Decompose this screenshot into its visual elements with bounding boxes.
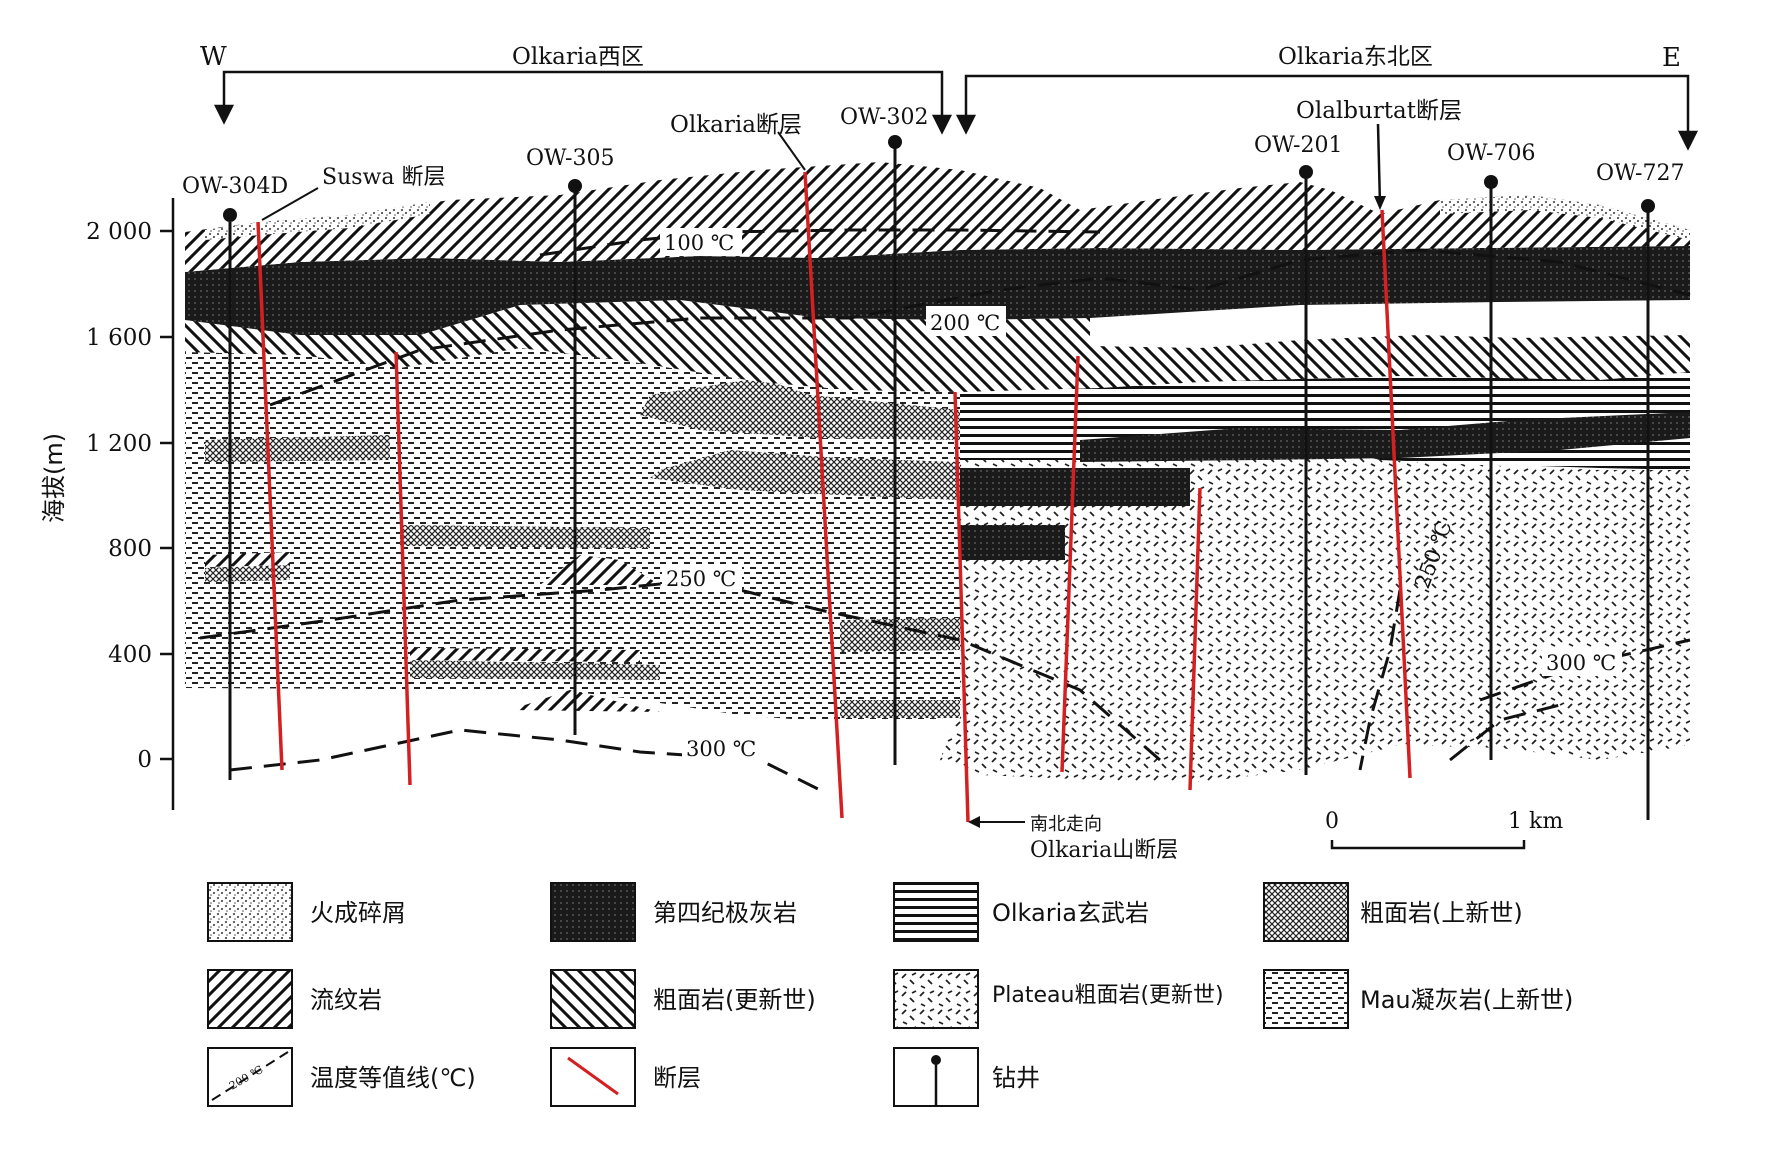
isotherm-250: [199, 578, 1161, 762]
legend-label-isotherm: 温度等值线(℃): [310, 1064, 476, 1092]
isotherm-label-100: 100 ℃: [664, 231, 734, 255]
y-axis: 2 000 1 600 1 200 800 400 0 海拔(m): [40, 198, 175, 810]
layer-trachyte-pleistocene: [185, 300, 1690, 392]
legend-swatch-isotherm: [207, 1047, 293, 1107]
well-label-ow-304d: OW-304D: [182, 174, 288, 199]
well-label-ow-302: OW-302: [840, 105, 928, 130]
fault-w2: [394, 351, 412, 786]
legend-swatch-basalt: [893, 882, 979, 942]
well-label-ow-727: OW-727: [1596, 161, 1684, 186]
legend: 火成碎屑 第四纪极灰岩 Olkaria玄武岩 粗面岩(上新世) 流纹岩 粗面岩(…: [207, 882, 1573, 1107]
legend-label-well: 钻井: [992, 1064, 1040, 1092]
scale-km: 1 km: [1508, 809, 1563, 834]
zone-northeast-label: Olkaria东北区: [1278, 44, 1433, 70]
well-label-ow-706: OW-706: [1447, 141, 1535, 166]
isotherm-300-east-2: [1449, 703, 1561, 762]
layer-rhyolite-lens-1: [540, 555, 660, 585]
y-tick-800: 800: [108, 536, 152, 562]
legend-swatch-trachyte-pliocene: [1263, 882, 1349, 942]
layer-trachyte-pliocene-1: [640, 378, 960, 440]
zone-west-label: Olkaria西区: [512, 44, 644, 70]
legend-label-mau: Mau凝灰岩(上新世): [1360, 986, 1573, 1014]
isotherm-label-300: 300 ℃: [686, 737, 756, 761]
fault-label-ns-line2: Olkaria山断层: [1030, 838, 1178, 863]
layer-plateau-trachyte: [940, 440, 1690, 782]
layer-pyroclastic-east: [1440, 195, 1690, 240]
faults: [256, 171, 1412, 823]
well-ow-727-head: [1641, 199, 1655, 213]
layer-trachyte-pliocene-4: [400, 525, 650, 548]
legend-swatch-quaternary: [550, 882, 636, 942]
legend-label-fault: 断层: [653, 1064, 701, 1092]
fault-c3: [1188, 487, 1202, 791]
legend-swatch-mau: [1263, 969, 1349, 1029]
fault-label-olalburtat: Olalburtat断层: [1296, 98, 1462, 124]
layer-quaternary-block2: [960, 525, 1065, 560]
direction-east: E: [1662, 43, 1681, 73]
well-ow-304d-head: [223, 208, 237, 222]
fault-label-olkaria: Olkaria断层: [670, 112, 802, 138]
fault-olalburtat: [1380, 209, 1412, 779]
layer-quaternary-deep-east: [1080, 412, 1690, 462]
well-ow-305-head: [568, 179, 582, 193]
isotherm-label-300-east: 300 ℃: [1546, 651, 1616, 675]
scale-bar: 0 1 km: [1325, 809, 1563, 850]
isotherm-100: [539, 228, 1101, 257]
scale-zero: 0: [1325, 809, 1339, 834]
well-ow-706-head: [1484, 175, 1498, 189]
fault-suswa: [256, 221, 284, 771]
y-tick-2000: 2 000: [86, 219, 152, 245]
isotherm-label-200: 200 ℃: [930, 311, 1000, 335]
legend-swatch-trachyte-pleistocene: [550, 969, 636, 1029]
wells: [223, 135, 1655, 820]
layer-trachyte-pliocene-2: [650, 450, 960, 500]
fault-label-ns-line1: 南北走向: [1030, 814, 1102, 835]
y-tick-0: 0: [137, 747, 152, 773]
well-ow-201-head: [1299, 165, 1313, 179]
layer-rhyolite-lens-3: [510, 690, 660, 712]
layer-trachyte-pliocene-8: [840, 700, 960, 718]
y-tick-400: 400: [108, 642, 152, 668]
fault-olkaria: [803, 171, 844, 819]
fault-label-suswa: Suswa 断层: [322, 165, 445, 190]
layer-trachyte-pliocene-3: [205, 435, 390, 462]
layer-trachyte-pliocene-6: [840, 618, 960, 652]
layer-rhyolite-lens-2: [410, 648, 640, 662]
layers: [185, 162, 1690, 782]
legend-label-plateau: Plateau粗面岩(更新世): [992, 983, 1224, 1008]
well-ow-302-head: [888, 135, 902, 149]
legend-label-pyroclastic: 火成碎屑: [310, 899, 406, 927]
y-tick-1600: 1 600: [86, 325, 152, 351]
legend-label-rhyolite: 流纹岩: [310, 986, 382, 1014]
y-axis-label: 海拔(m): [40, 433, 68, 523]
well-label-ow-305: OW-305: [526, 146, 614, 171]
legend-label-trachyte-pleistocene: 粗面岩(更新世): [653, 986, 816, 1014]
layer-rhyolite-top: [185, 162, 1690, 272]
legend-label-trachyte-pliocene: 粗面岩(上新世): [1360, 899, 1523, 927]
layer-trachyte-pliocene-7: [410, 660, 660, 680]
direction-west: W: [200, 42, 227, 72]
isotherm-200: [269, 248, 1691, 407]
legend-swatch-plateau: [893, 969, 979, 1029]
y-tick-1200: 1 200: [86, 431, 152, 457]
legend-swatch-pyroclastic: [207, 882, 293, 942]
layer-quaternary-tuff: [185, 246, 1690, 335]
fault-olkaria-hill: [953, 391, 970, 823]
zone-brackets: [213, 70, 1699, 151]
layer-pyroclastic-west: [205, 202, 430, 240]
fault-c2: [1060, 355, 1080, 773]
legend-swatch-rhyolite: [207, 969, 293, 1029]
isotherm-label-250: 250 ℃: [666, 567, 736, 591]
legend-label-basalt: Olkaria玄武岩: [992, 899, 1149, 927]
well-label-ow-201: OW-201: [1254, 133, 1342, 158]
legend-label-quaternary: 第四纪极灰岩: [653, 899, 797, 927]
layer-trachyte-pliocene-5: [205, 565, 290, 582]
layer-rhyolite-lens-4: [205, 552, 290, 567]
